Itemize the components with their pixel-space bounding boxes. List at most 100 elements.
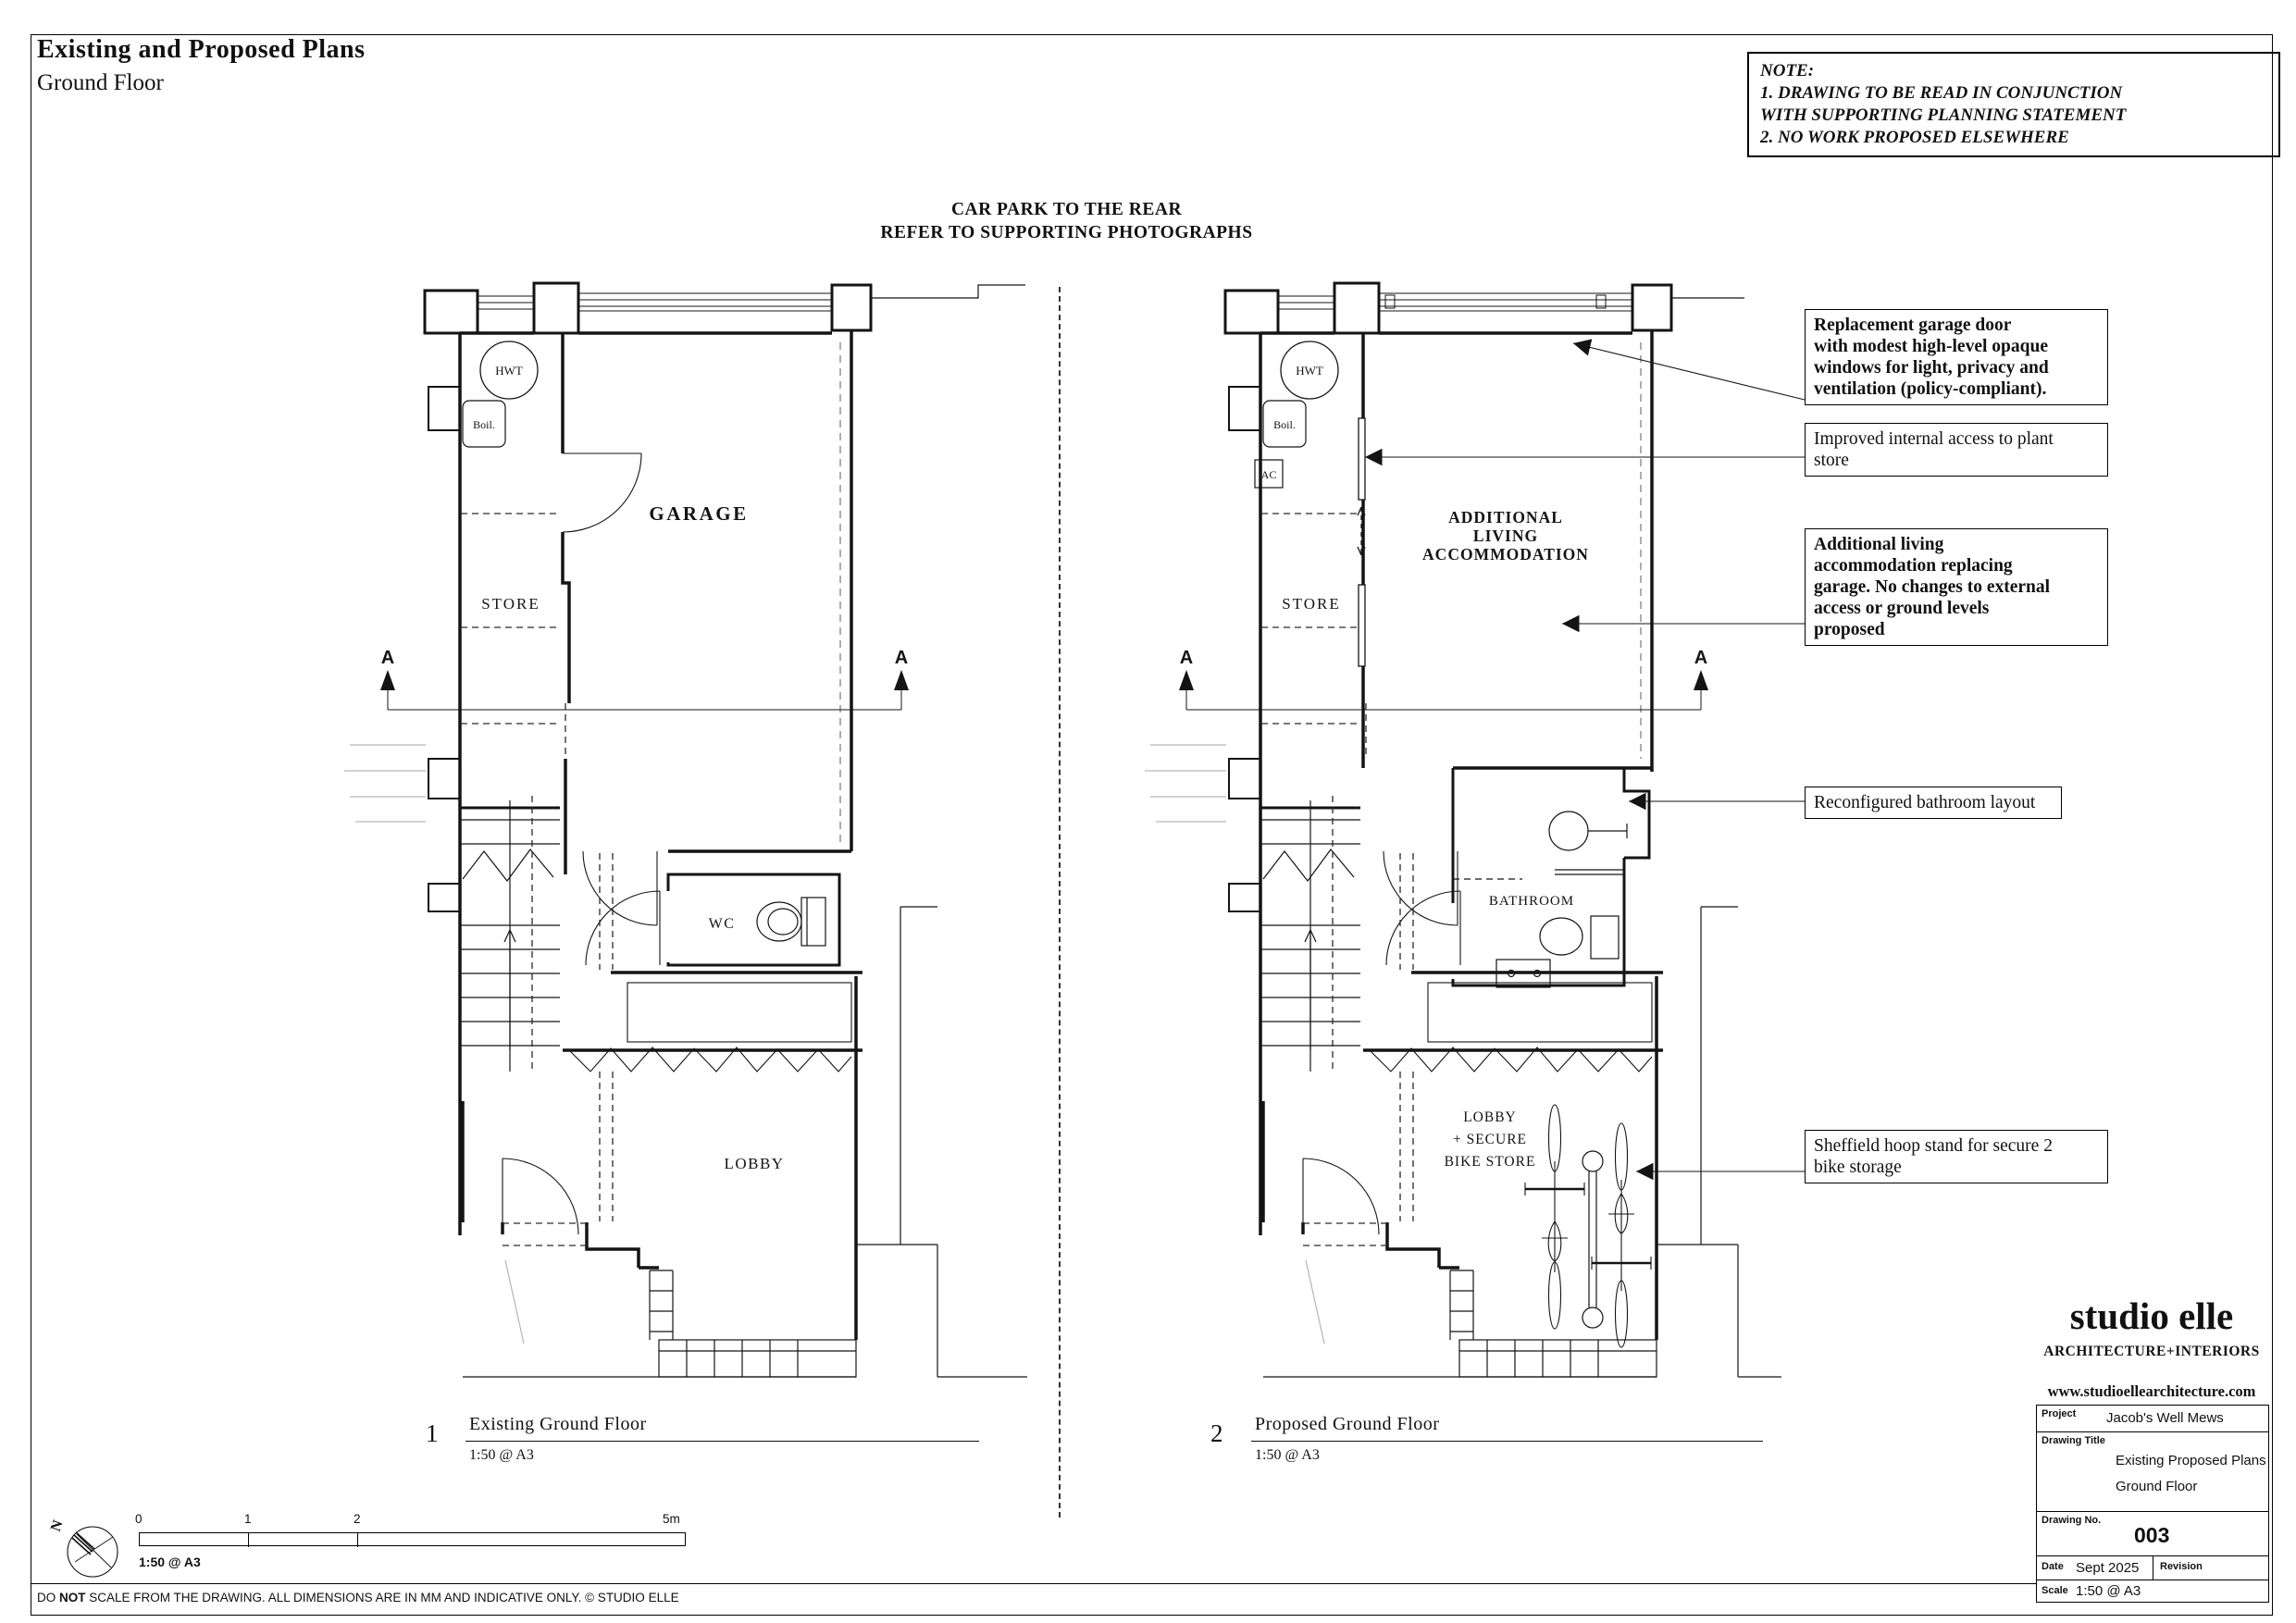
toilet-bowl bbox=[1539, 917, 1583, 956]
page-subtitle: Ground Floor bbox=[37, 70, 164, 95]
page-title: Existing and Proposed Plans bbox=[37, 35, 366, 64]
annotation-garage-door: Replacement garage door with modest high… bbox=[1805, 309, 2108, 405]
wall-piers-left bbox=[1228, 386, 1261, 912]
annotation-bike-stand: Sheffield hoop stand for secure 2 bike s… bbox=[1805, 1130, 2108, 1183]
sheffield-hoop-stand bbox=[1582, 1150, 1604, 1329]
scale-row: Scale 1:50 @ A3 bbox=[2037, 1580, 2268, 1602]
label-bike-store-2: + SECURE bbox=[1453, 1132, 1527, 1147]
date-value: Sept 2025 bbox=[2076, 1560, 2140, 1576]
date-label: Date bbox=[2042, 1561, 2064, 1572]
drawing-no-row: Drawing No. 003 bbox=[2037, 1512, 2268, 1556]
section-marker-a bbox=[1179, 670, 1708, 711]
page-border bbox=[31, 34, 2273, 1616]
ac-unit bbox=[1254, 459, 1284, 489]
revision-label: Revision bbox=[2160, 1561, 2203, 1572]
firm-website: www.studioellearchitecture.com bbox=[2047, 1382, 2256, 1400]
section-label-a-left: A bbox=[1180, 648, 1193, 668]
wall-piers-left bbox=[428, 386, 461, 912]
firm-logo: studio elle bbox=[2069, 1295, 2234, 1337]
structural-walls bbox=[458, 330, 863, 1340]
label-bathroom: BATHROOM bbox=[1489, 894, 1574, 909]
scale-tick-5m: 5m bbox=[663, 1512, 680, 1526]
drawing-no-value: 003 bbox=[2134, 1523, 2170, 1547]
external-steps bbox=[1145, 744, 1325, 1344]
scale-tick-1: 1 bbox=[244, 1512, 252, 1526]
plan-existing: HWT Boil. GARAGE STORE WC LOBBY A A bbox=[344, 281, 1027, 1378]
label-ac: AC bbox=[1261, 468, 1277, 481]
door-swings bbox=[1302, 850, 1461, 1235]
replacement-garage-door-band bbox=[1278, 292, 1633, 312]
label-hwt: HWT bbox=[495, 364, 523, 378]
external-steps bbox=[344, 744, 525, 1344]
title-block: studio elle ARCHITECTURE+INTERIORS www.s… bbox=[2036, 1286, 2269, 1605]
label-hwt: HWT bbox=[1296, 364, 1323, 378]
caption-title-proposed: Proposed Ground Floor bbox=[1255, 1414, 1440, 1434]
entry-steps bbox=[1449, 1270, 1657, 1378]
note-box: NOTE: 1. DRAWING TO BE READ IN CONJUNCTI… bbox=[1747, 52, 2280, 157]
stairs bbox=[1261, 800, 1360, 1072]
label-wc: WC bbox=[709, 916, 736, 932]
caption-number-existing: 1 bbox=[426, 1419, 439, 1447]
north-compass-icon: N bbox=[48, 1518, 118, 1578]
entry-steps bbox=[649, 1270, 857, 1378]
stairs bbox=[461, 800, 560, 1072]
project-label: Project bbox=[2042, 1408, 2077, 1419]
annotation-plant-access: Improved internal access to plant store bbox=[1805, 423, 2108, 477]
hot-water-tank bbox=[1280, 341, 1339, 400]
scale-tick-0: 0 bbox=[135, 1512, 143, 1526]
label-garage: GARAGE bbox=[649, 502, 748, 525]
garage-door-band bbox=[478, 292, 833, 312]
label-living-2: LIVING bbox=[1473, 527, 1538, 545]
section-marker-a bbox=[380, 670, 909, 711]
footer-pre: DO bbox=[37, 1591, 60, 1604]
wc-room-walls bbox=[666, 873, 841, 967]
footer-disclaimer: DO NOT SCALE FROM THE DRAWING. ALL DIMEN… bbox=[37, 1591, 679, 1604]
wc-toilet bbox=[756, 897, 826, 947]
title-block-table: Project Jacob's Well Mews Drawing Title … bbox=[2036, 1405, 2269, 1603]
cloak-band bbox=[568, 982, 852, 1072]
dashed-lines bbox=[1261, 513, 1414, 1246]
drawing-title-value-1: Existing Proposed Plans bbox=[2116, 1453, 2266, 1468]
label-bike-store-3: BIKE STORE bbox=[1445, 1154, 1536, 1170]
label-living-1: ADDITIONAL bbox=[1448, 508, 1563, 527]
section-label-a-right: A bbox=[895, 648, 908, 668]
hot-water-tank bbox=[479, 341, 539, 400]
compass-north-label: N bbox=[48, 1518, 67, 1533]
scale-label: Scale bbox=[2042, 1585, 2068, 1596]
label-boiler: Boil. bbox=[1273, 418, 1296, 431]
label-bike-store-1: LOBBY bbox=[1463, 1109, 1517, 1125]
plan-labels: HWT Boil. AC ADDITIONAL LIVING ACCOMMODA… bbox=[1180, 364, 1707, 1170]
scale-bar bbox=[139, 1532, 686, 1546]
plan-labels: HWT Boil. GARAGE STORE WC LOBBY A A bbox=[381, 364, 908, 1172]
neighbour-outline bbox=[1263, 297, 1781, 1378]
plan-proposed: HWT Boil. AC ADDITIONAL LIVING ACCOMMODA… bbox=[1145, 281, 1781, 1378]
footer-post: SCALE FROM THE DRAWING. ALL DIMENSIONS A… bbox=[85, 1591, 679, 1604]
party-wall-piers bbox=[423, 281, 873, 335]
cloak-band bbox=[1369, 982, 1653, 1072]
section-label-a-left: A bbox=[381, 648, 394, 668]
carpark-note: CAR PARK TO THE REAR REFER TO SUPPORTING… bbox=[880, 200, 1253, 242]
drawing-title-value-2: Ground Floor bbox=[2116, 1479, 2198, 1494]
label-boiler: Boil. bbox=[473, 418, 495, 431]
caption-rule-proposed bbox=[1251, 1441, 1763, 1442]
label-living-3: ACCOMMODATION bbox=[1422, 545, 1589, 564]
annotation-bathroom: Reconfigured bathroom layout bbox=[1805, 787, 2062, 819]
project-value: Jacob's Well Mews bbox=[2106, 1410, 2224, 1426]
drawing-no-label: Drawing No. bbox=[2042, 1515, 2102, 1526]
drawing-title-label: Drawing Title bbox=[2042, 1435, 2105, 1446]
scale-tick-2: 2 bbox=[354, 1512, 361, 1526]
door-swings bbox=[502, 452, 661, 1235]
caption-scale-existing: 1:50 @ A3 bbox=[469, 1447, 534, 1463]
annotation-living-accommodation: Additional living accommodation replacin… bbox=[1805, 528, 2108, 646]
drawing-title-row: Drawing Title Existing Proposed Plans Gr… bbox=[2037, 1432, 2268, 1512]
neighbour-outline bbox=[463, 284, 1027, 1378]
bathroom-fittings bbox=[1453, 811, 1628, 988]
caption-rule-existing bbox=[465, 1441, 979, 1442]
footer-not: NOT bbox=[59, 1591, 86, 1604]
scale-bar-label: 1:50 @ A3 bbox=[139, 1555, 201, 1569]
label-store: STORE bbox=[1282, 595, 1341, 613]
caption-title-existing: Existing Ground Floor bbox=[469, 1414, 647, 1434]
caption-scale-proposed: 1:50 @ A3 bbox=[1255, 1447, 1320, 1463]
